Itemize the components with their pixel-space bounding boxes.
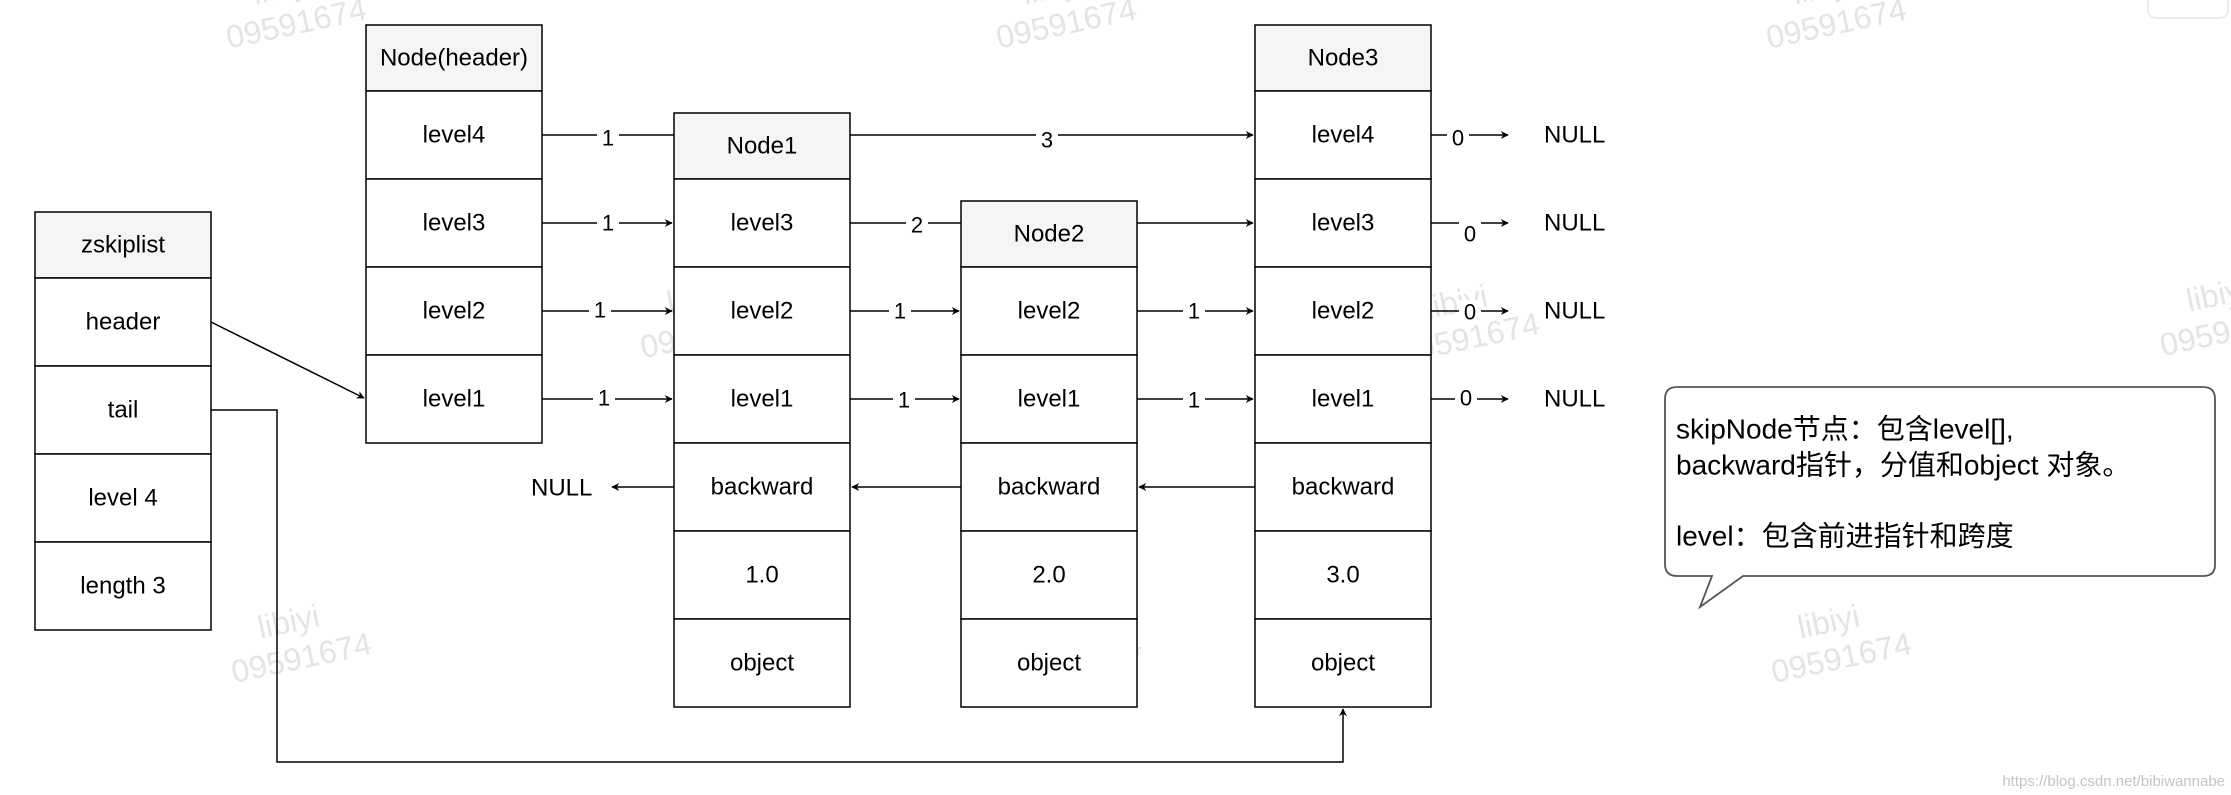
node1-title-cell [673,112,851,180]
node3-level3: level3 [1312,210,1375,237]
pointer-zskiplist-tail [211,409,1347,763]
node3: Node3 level4 level3 level2 level1 backwa… [1254,24,1432,708]
node3-level4-cell [1254,90,1432,180]
span-node1-level3: 2 [911,213,923,238]
node1-score: 1.0 [745,562,778,589]
zskiplist-title-cell [34,211,212,279]
corner-handle [2147,0,2229,19]
zskiplist-tail-cell [34,365,212,455]
span-node1-level1: 1 [898,388,910,413]
zskiplist-struct: zskiplist header tail level 4 length 3 [34,211,212,631]
node3-level1-cell [1254,354,1432,444]
span-node2-level2: 1 [1188,299,1200,324]
null-level1: NULL [1544,386,1605,413]
credit-url: https://blog.csdn.net/bibiwannabe [2002,773,2225,790]
null-level3: NULL [1544,210,1605,237]
zskiplist-length-cell [34,541,212,631]
node1-object-cell [673,618,851,708]
zskiplist-level-cell [34,453,212,543]
node3-level1: level1 [1312,386,1375,413]
zskiplist-level-label: level 4 [88,485,157,512]
node2-level2: level2 [1018,298,1081,325]
watermark-name: libiyi [2183,270,2231,318]
callout-line3: level：包含前进指针和跨度 [1676,521,2014,552]
header-node-level4: level4 [423,122,486,149]
header-node-level3-cell [365,178,543,268]
header-node: Node(header) level4 level3 level2 level1 [365,24,543,444]
node1-level3-cell [673,178,851,268]
node2-title: Node2 [1014,221,1085,248]
node3-object: object [1311,650,1375,677]
node3-title-cell [1254,24,1432,92]
node2-score-cell [960,530,1138,620]
span-node1-level2: 1 [894,299,906,324]
zskiplist-header-label: header [86,309,161,336]
header-node-level4-cell [365,90,543,180]
header-node-title: Node(header) [380,45,528,72]
null-level4: NULL [1544,122,1605,149]
node2-title-cell [960,200,1138,268]
node1-level1-cell [673,354,851,444]
node1-object: object [730,650,794,677]
header-node-level1: level1 [423,386,486,413]
node1-level1: level1 [731,386,794,413]
pointer-zskiplist-header [210,321,365,399]
node3-level4: level4 [1312,122,1375,149]
callout-shape [1664,386,2216,610]
null-level2: NULL [1544,298,1605,325]
node3-level2-cell [1254,266,1432,356]
watermark-number: 09591674 [223,0,370,55]
node3-object-cell [1254,618,1432,708]
span-header-level2: 1 [594,298,606,323]
node2: Node2 level2 level1 backward 2.0 object [960,200,1138,708]
callout-line2: backward指针，分值和object 对象。 [1676,450,2130,481]
header-node-level3: level3 [423,210,486,237]
node3-backward-cell [1254,442,1432,532]
node2-score: 2.0 [1032,562,1065,589]
zskiplist-title: zskiplist [81,232,165,259]
node3-score-cell [1254,530,1432,620]
zskiplist-length-label: length 3 [80,573,165,600]
span-node3-level3: 0 [1464,222,1476,247]
node1-backward: backward [711,474,814,501]
node1-level2: level2 [731,298,794,325]
span-node2-level1: 1 [1188,388,1200,413]
watermark-number: 09591674 [1763,0,1910,55]
span-node3-level1: 0 [1460,386,1472,411]
node2-level2-cell [960,266,1138,356]
node2-backward: backward [998,474,1101,501]
null-backward: NULL [531,475,592,502]
zskiplist-tail-label: tail [108,397,139,424]
span-labels: 1 1 1 1 3 2 1 1 1 1 0 0 0 0 [589,124,1481,413]
node2-object: object [1017,650,1081,677]
node2-backward-cell [960,442,1138,532]
span-header-level4: 1 [602,126,614,151]
node2-level1: level1 [1018,386,1081,413]
node3-level2: level2 [1312,298,1375,325]
span-header-level1: 1 [598,386,610,411]
watermark-number: 09591674 [993,0,1140,55]
node1-level2-cell [673,266,851,356]
node3-score: 3.0 [1326,562,1359,589]
header-node-title-cell [365,24,543,92]
header-node-level1-cell [365,354,543,444]
span-node1-level4: 3 [1041,128,1053,153]
null-labels: NULL NULL NULL NULL NULL [531,122,1605,502]
span-header-level3: 1 [602,211,614,236]
node2-object-cell [960,618,1138,708]
zskiplist-header-cell [34,277,212,367]
header-node-level2: level2 [423,298,486,325]
node1-level3: level3 [731,210,794,237]
span-node3-level4: 0 [1452,126,1464,151]
node1-title: Node1 [727,133,798,160]
node3-backward: backward [1292,474,1395,501]
node3-title: Node3 [1308,45,1379,72]
span-node3-level2: 0 [1464,300,1476,325]
callout-bubble: skipNode节点：包含level[], backward指针，分值和obje… [1664,386,2216,610]
node1-backward-cell [673,442,851,532]
node1: Node1 level3 level2 level1 backward 1.0 … [673,112,851,708]
callout-line1: skipNode节点：包含level[], [1676,414,2014,445]
